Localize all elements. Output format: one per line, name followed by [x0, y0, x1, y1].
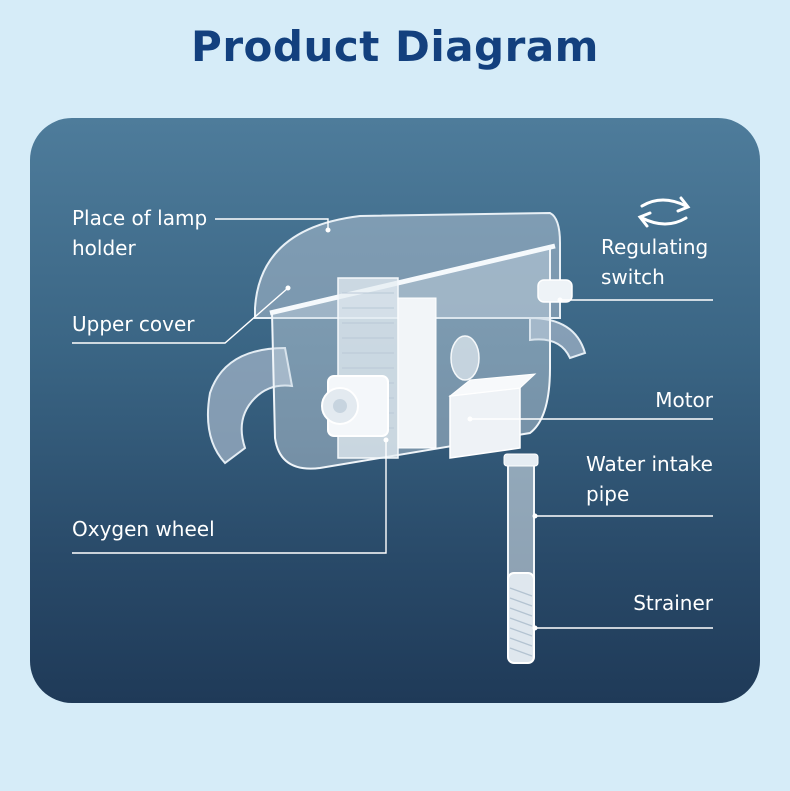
intake-pipe: [507, 457, 535, 579]
label-lamp-holder: Place of lamp holder: [72, 203, 207, 263]
label-regulating-switch-line1: Regulating: [601, 235, 709, 259]
label-regulating-switch-line2: switch: [601, 265, 665, 289]
left-clip: [206, 346, 294, 465]
filter-hood: [254, 211, 561, 319]
motor-block: [449, 387, 521, 459]
label-regulating-switch: Regulating switch: [601, 232, 708, 292]
label-strainer: Strainer: [633, 591, 713, 615]
label-motor: Motor: [655, 388, 713, 412]
label-lamp-holder-line2: holder: [72, 236, 136, 260]
impeller: [450, 335, 480, 381]
oxygen-wheel-leader: [72, 440, 387, 554]
sponge: [397, 297, 437, 449]
label-lamp-holder-line1: Place of lamp: [72, 206, 208, 230]
label-water-intake-pipe: Water intake pipe: [586, 449, 713, 509]
page-title: Product Diagram: [191, 22, 599, 71]
upper-cover-rim: [269, 243, 556, 316]
label-water-intake-line2: pipe: [586, 482, 630, 506]
label-water-intake-line1: Water intake: [586, 452, 713, 476]
regulating-knob: [537, 279, 573, 303]
rotate-arrows-icon: [637, 196, 691, 228]
strainer-shape: [507, 572, 535, 664]
filter-illustration: [72, 196, 713, 664]
lamp-holder-leader: [215, 218, 329, 230]
right-clip: [529, 316, 587, 360]
upper-cover-leader: [72, 287, 289, 344]
diagram-panel: Place of lamp holder Upper cover Oxygen …: [30, 118, 760, 703]
oxygen-wheel-shape: [321, 375, 389, 437]
label-upper-cover: Upper cover: [72, 312, 195, 336]
label-oxygen-wheel: Oxygen wheel: [72, 517, 215, 541]
